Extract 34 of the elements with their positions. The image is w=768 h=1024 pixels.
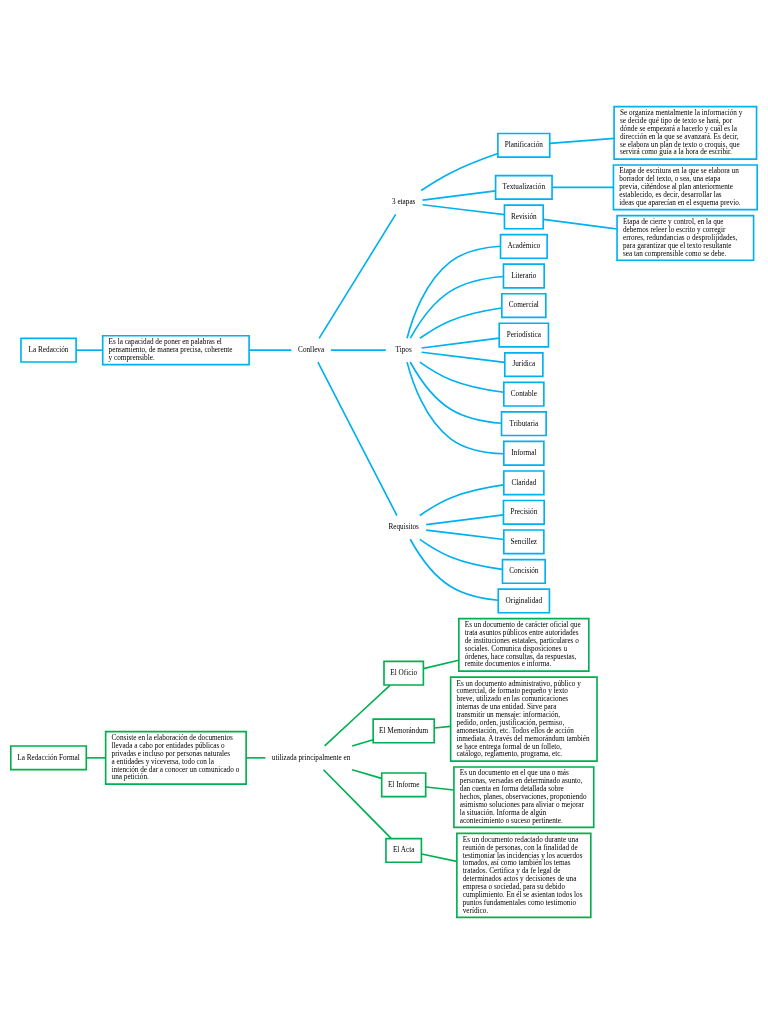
connector — [248, 349, 293, 351]
connector — [542, 218, 618, 230]
connector — [318, 213, 397, 340]
connector — [420, 337, 500, 349]
connector — [425, 786, 455, 791]
connector — [549, 137, 615, 145]
connector — [419, 538, 504, 571]
connector — [421, 203, 506, 216]
connector — [406, 361, 505, 455]
connector — [433, 725, 452, 729]
connector — [351, 738, 374, 747]
connector — [421, 190, 497, 201]
connector — [323, 684, 392, 747]
connector — [419, 307, 503, 340]
connector — [85, 757, 107, 759]
connector — [351, 768, 383, 780]
connector — [420, 152, 499, 192]
connector — [75, 349, 104, 351]
connector — [245, 757, 267, 759]
connector — [406, 245, 502, 340]
connector — [330, 349, 387, 351]
connector — [409, 275, 505, 339]
connector — [409, 538, 499, 602]
connector — [422, 659, 460, 670]
connector — [420, 853, 458, 863]
connector — [425, 529, 505, 541]
connector — [409, 361, 503, 425]
connector — [419, 361, 505, 394]
connector — [317, 361, 398, 517]
connector — [425, 514, 505, 526]
connector — [551, 186, 615, 189]
connector — [419, 484, 505, 517]
connector — [420, 351, 506, 364]
connector — [322, 768, 393, 840]
